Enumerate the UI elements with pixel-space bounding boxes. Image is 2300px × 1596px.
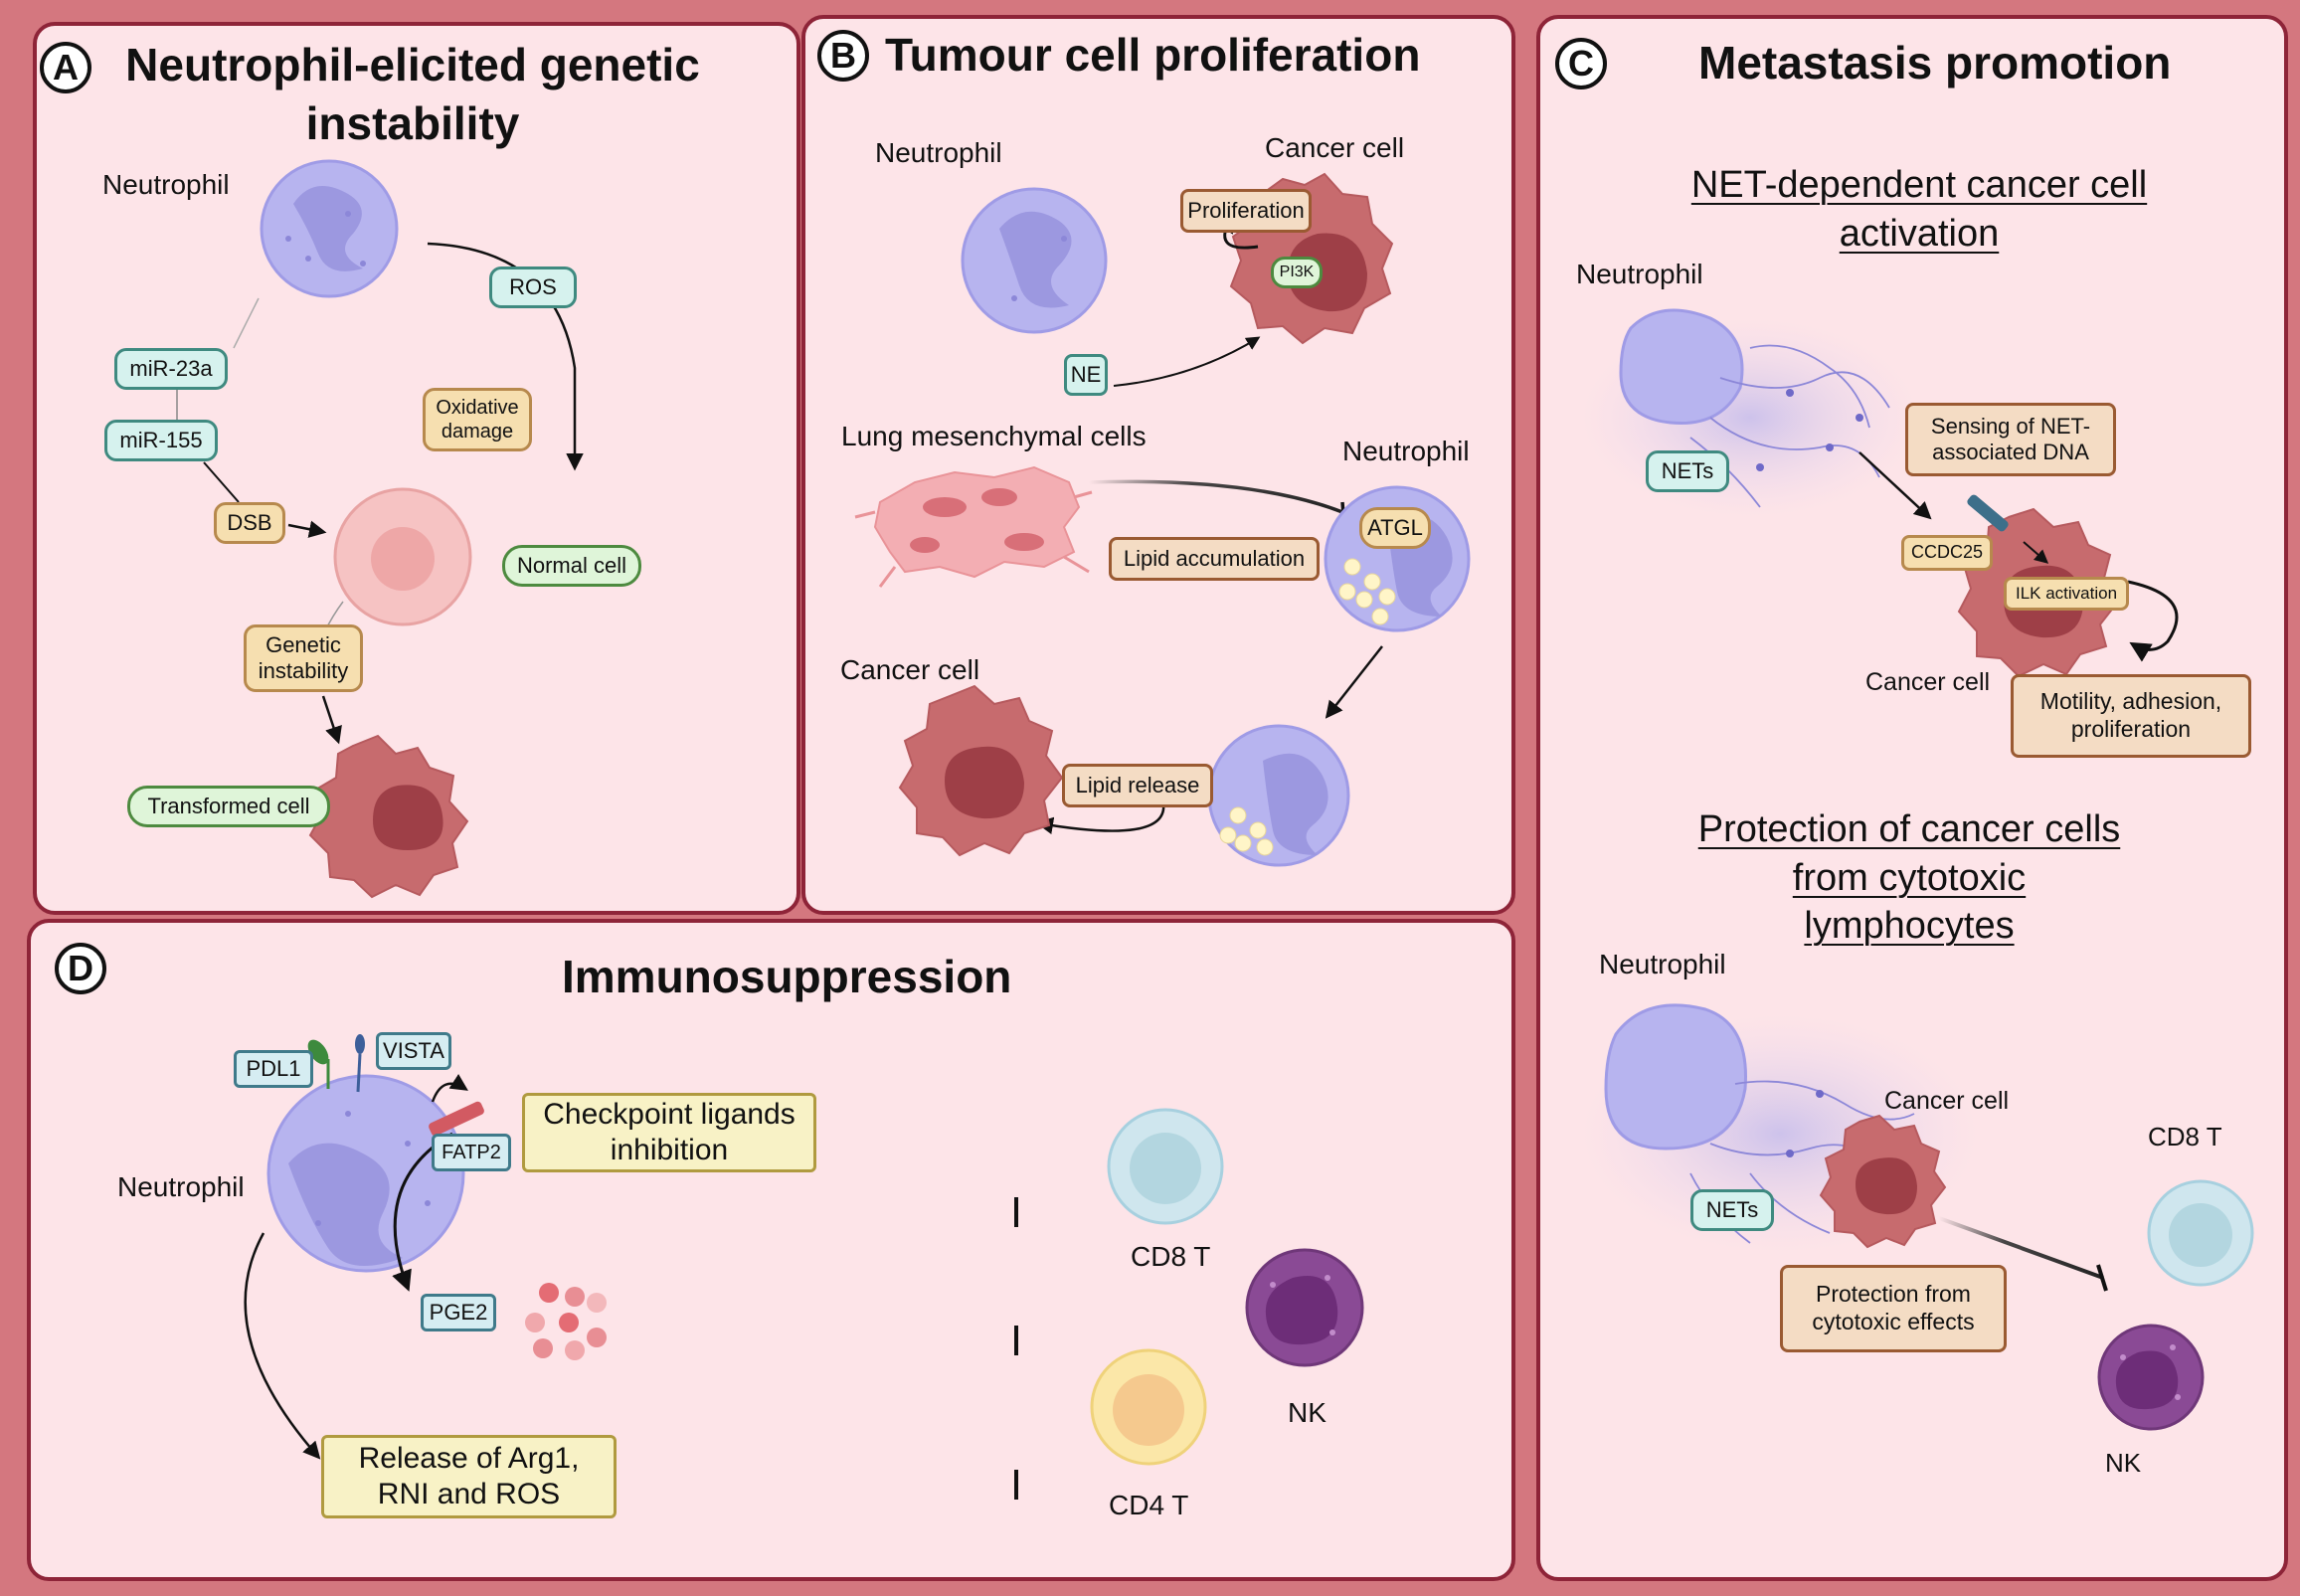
c-nk-cell <box>2097 1324 2205 1431</box>
c-nk-label: NK <box>2105 1448 2142 1478</box>
c-cancer-cell-2 <box>1819 1114 1947 1249</box>
c-cancer-cell-label-2: Cancer cell <box>1884 1087 2010 1115</box>
b-ne-box: NE <box>1064 354 1108 396</box>
panel-a-title: Neutrophil-elicited genetic instability <box>125 39 700 149</box>
a-ros-box: ROS <box>489 266 577 308</box>
d-vista-box: VISTA <box>376 1032 451 1070</box>
d-nk-label: NK <box>1288 1397 1327 1428</box>
c-neutrophil-nets-1 <box>1581 308 1919 517</box>
c-motility-box: Motility, adhesion, proliferation <box>2011 674 2251 758</box>
d-nk-cell <box>1245 1248 1364 1367</box>
b-neutrophil-3 <box>1207 724 1350 867</box>
c-ilk-activation-box: ILK activation <box>2004 577 2129 611</box>
c-neutrophil-label-2: Neutrophil <box>1599 949 1726 979</box>
d-neutrophil <box>266 1074 465 1273</box>
panel-c-title: Metastasis promotion <box>1698 37 2172 89</box>
a-neutrophil-label: Neutrophil <box>102 169 230 200</box>
a-mir23a-box: miR-23a <box>114 348 228 390</box>
a-neutrophil <box>260 159 399 298</box>
b-lipid-release-box: Lipid release <box>1062 764 1213 807</box>
d-checkpoint-box: Checkpoint ligands inhibition <box>522 1093 816 1172</box>
panel-c-letter: C <box>1555 38 1607 89</box>
b-lung-mesenchymal-cells <box>854 465 1093 588</box>
b-cancer-cell-label-1: Cancer cell <box>1265 132 1405 163</box>
c-cd8-t-label: CD8 T <box>2148 1122 2222 1152</box>
a-genetic-instability-box: Genetic instability <box>244 624 363 692</box>
d-neutrophil-label: Neutrophil <box>117 1171 245 1202</box>
c-cd8-t-cell <box>2147 1179 2254 1287</box>
a-normal-cell-box: Normal cell <box>502 545 641 587</box>
b-proliferation-box: Proliferation <box>1180 189 1312 233</box>
c-neutrophil-label-1: Neutrophil <box>1576 259 1703 289</box>
panel-a-letter: A <box>40 42 91 93</box>
d-pge2-molecules <box>525 1283 607 1360</box>
d-pge2-box: PGE2 <box>421 1294 496 1331</box>
panel-b-title: Tumour cell proliferation <box>885 29 1421 81</box>
a-mir155-box: miR-155 <box>104 420 218 461</box>
a-transformed-cell-box: Transformed cell <box>127 786 330 827</box>
panel-d-title: Immunosuppression <box>562 951 1012 1002</box>
panel-c <box>1536 15 2288 1581</box>
d-cd4-t-cell <box>1090 1348 1207 1466</box>
b-pi3k-box: PI3K <box>1271 257 1323 288</box>
c-sensing-box: Sensing of NET- associated DNA <box>1905 403 2116 476</box>
b-cancer-cell-2 <box>898 684 1064 857</box>
b-neutrophil-label-1: Neutrophil <box>875 137 1002 168</box>
c-ccdc25-box: CCDC25 <box>1901 535 1993 571</box>
c-nets-box-2: NETs <box>1690 1189 1774 1231</box>
panel-b-letter: B <box>817 30 869 82</box>
b-neutrophil-1 <box>961 187 1108 334</box>
panel-d <box>27 919 1515 1581</box>
d-pdl1-box: PDL1 <box>234 1050 313 1088</box>
c-cancer-cell-label-1: Cancer cell <box>1865 668 1991 696</box>
d-release-box: Release of Arg1, RNI and ROS <box>321 1435 617 1518</box>
panel-d-letter: D <box>55 943 106 994</box>
b-atgl-box: ATGL <box>1359 507 1431 549</box>
d-cd8-t-cell <box>1107 1108 1224 1225</box>
c-subtitle-net-activation: NET-dependent cancer cell activation <box>1690 164 2148 255</box>
d-cd4-t-label: CD4 T <box>1109 1490 1189 1520</box>
c-subtitle-protection: Protection of cancer cells from cytotoxi… <box>1697 808 2121 948</box>
a-normal-cell <box>333 487 472 626</box>
a-oxidative-damage-box: Oxidative damage <box>423 388 532 451</box>
d-cd8-t-label: CD8 T <box>1131 1241 1211 1272</box>
a-transformed-cell <box>308 734 469 899</box>
b-lung-mesenchymal-label: Lung mesenchymal cells <box>841 421 1147 451</box>
c-nets-box-1: NETs <box>1646 450 1729 492</box>
c-protection-box: Protection from cytotoxic effects <box>1780 1265 2007 1352</box>
d-fatp2-box: FATP2 <box>432 1134 511 1171</box>
b-cancer-cell-label-2: Cancer cell <box>840 654 980 685</box>
b-lipid-accumulation-box: Lipid accumulation <box>1109 537 1320 581</box>
a-dsb-box: DSB <box>214 502 285 544</box>
b-neutrophil-label-2: Neutrophil <box>1342 436 1470 466</box>
